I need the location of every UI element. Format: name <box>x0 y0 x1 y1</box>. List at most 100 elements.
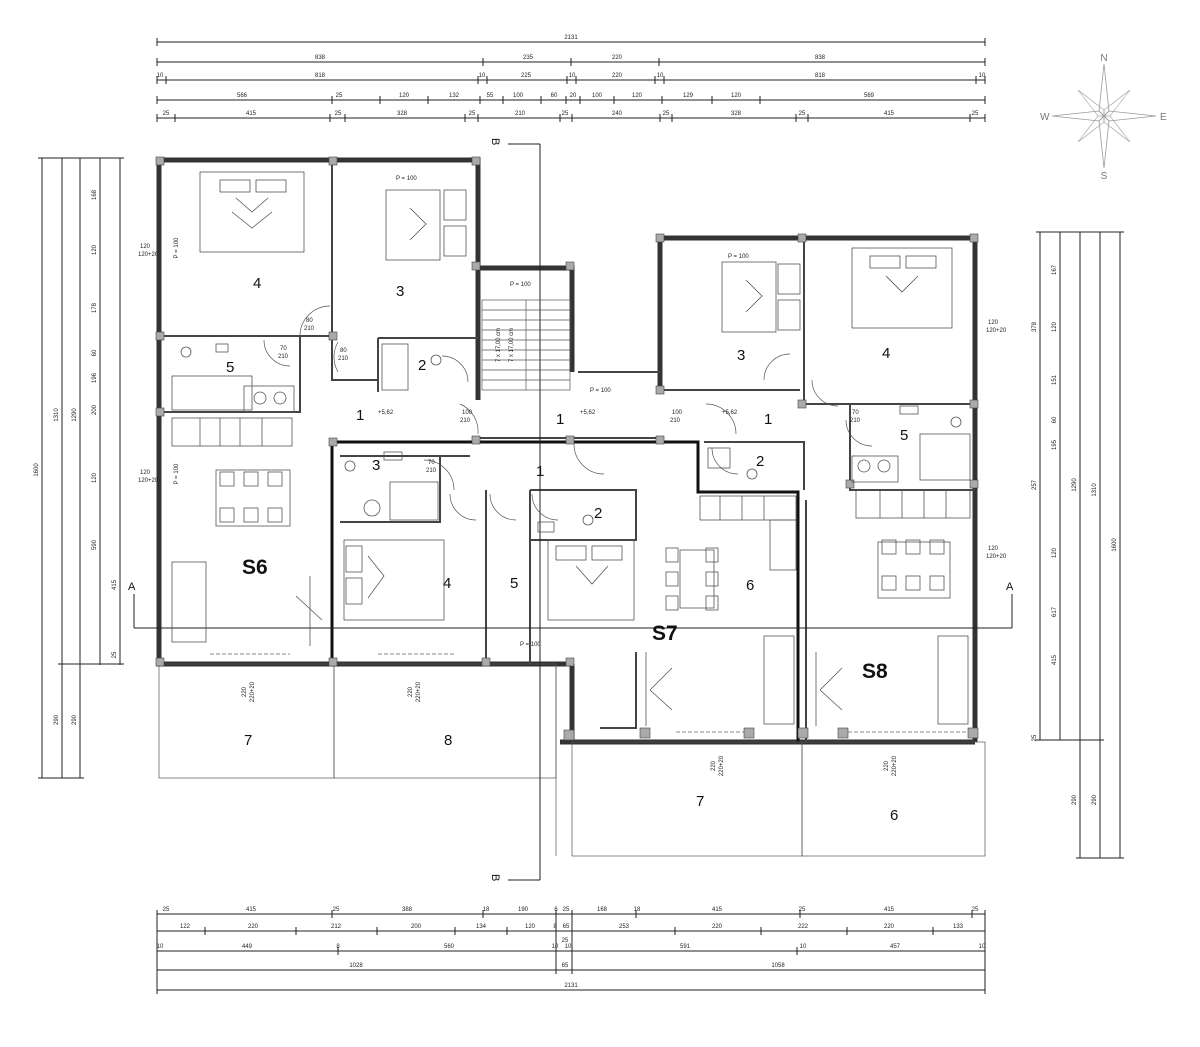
dim-top-row3-10: 129 <box>683 93 694 99</box>
dim-top-row3-0: 566 <box>237 93 248 99</box>
section-b-bottom: B <box>489 874 501 881</box>
tag-terrace-s8-a: 220 <box>884 760 890 771</box>
dim-top-row3-3: 132 <box>449 93 460 99</box>
dim-bot-row2-4: 134 <box>476 924 487 930</box>
room-s6-wc: 2 <box>418 357 426 374</box>
dim-bot-row1-11: 25 <box>799 907 806 913</box>
dim-right-col4-8: 617 <box>1052 606 1058 617</box>
dim-left-col2-a: 1310 <box>54 408 60 422</box>
tag-terrace-s6-a: 220 <box>242 686 248 697</box>
tag-p100-s8: P = 100 <box>728 254 749 260</box>
dim-bot-row1-7: 25 <box>563 907 570 913</box>
dim-right-col3-a: 1290 <box>1072 478 1078 492</box>
tag-window-s8-d: 120+20 <box>986 554 1007 560</box>
dim-bot-row2-3: 200 <box>411 924 422 930</box>
staircase: 7 x 17,00 cm 7 x 17,00 cm P = 100 <box>481 282 571 391</box>
dim-bot-row1-1: 415 <box>246 907 257 913</box>
tag-door-h: 210 <box>426 468 437 474</box>
dim-bot-row4-0: 1028 <box>349 963 363 969</box>
dim-top-row4-3: 328 <box>397 111 408 117</box>
dim-bot-row2-2: 212 <box>331 924 342 930</box>
tag-door-c: 80 <box>340 348 347 354</box>
dim-top-row3-4: 55 <box>487 93 494 99</box>
dim-right-col4-6: 120 <box>1052 547 1058 558</box>
tag-p100-bottom: P = 100 <box>520 642 541 648</box>
room-s7-bed: 4 <box>443 575 451 592</box>
window-lines <box>210 653 966 733</box>
dim-left-col4-9: 25 <box>112 651 118 658</box>
dim-bot-total: 2131 <box>564 983 578 989</box>
dim-top-row3-2: 120 <box>399 93 410 99</box>
tag-window-s8-a: 120 <box>988 320 999 326</box>
dim-bot-row1-9: 18 <box>634 907 641 913</box>
dim-bot-row4-2: 1058 <box>771 963 785 969</box>
dim-bot-row1-10: 415 <box>712 907 723 913</box>
bottom-dimensions: 25 415 25 388 18 190 6 25 168 18 415 25 … <box>156 907 986 994</box>
tag-window-s6-b: 120+20 <box>138 252 159 258</box>
dim-bot-row2-5: 120 <box>525 924 536 930</box>
door-swings <box>263 305 873 521</box>
dim-right-col4-4: 60 <box>1052 416 1058 423</box>
dim-bot-row2-8: 253 <box>619 924 630 930</box>
dim-top-row4-1: 415 <box>246 111 257 117</box>
dim-left-col4-8: 415 <box>112 579 118 590</box>
compass-s: S <box>1101 171 1108 182</box>
dim-top-row4-7: 240 <box>612 111 623 117</box>
dim-top-row3-5: 100 <box>513 93 524 99</box>
dim-top-row3-11: 120 <box>731 93 742 99</box>
room-s7-wc: 2 <box>594 505 602 522</box>
dim-bot-row1-2: 25 <box>333 907 340 913</box>
dim-top-row1-b: 235 <box>523 55 534 61</box>
dim-bot-row3-6: 591 <box>680 944 691 950</box>
dim-top-row4-9: 328 <box>731 111 742 117</box>
dim-top-row4-2: 25 <box>335 111 342 117</box>
room-s7-living: 6 <box>746 577 754 594</box>
level-mark-2: +5,62 <box>580 410 596 416</box>
tag-terrace-s7-a: 220 <box>711 760 717 771</box>
dim-top-row2-3: 225 <box>521 73 532 79</box>
dim-bot-row3-1: 449 <box>242 944 253 950</box>
dim-bot-row2-10: 222 <box>798 924 809 930</box>
tag-door-n: 210 <box>670 418 681 424</box>
tag-door-a: 80 <box>306 318 313 324</box>
tag-window-s6-c: 120 <box>140 470 151 476</box>
tag-window-s8-c: 120 <box>988 546 999 552</box>
tag-p100-s6-left: P = 100 <box>174 237 180 258</box>
stair-p100: P = 100 <box>510 282 531 288</box>
compass-rose-icon: N S E W <box>1040 53 1167 182</box>
dim-left-col4-6: 120 <box>92 472 98 483</box>
dim-top-row4-12: 25 <box>972 111 979 117</box>
tag-window-s6-a: 120 <box>140 244 151 250</box>
dim-top-row3-8: 100 <box>592 93 603 99</box>
dim-right-col4-3: 151 <box>1052 374 1058 385</box>
tag-terrace-s6-d: 220+20 <box>416 681 422 702</box>
top-dimensions: 2131 838 235 220 838 10 818 10 225 10 22… <box>156 35 986 122</box>
dim-left-col4-5: 200 <box>92 404 98 415</box>
dim-left-col4-3: 60 <box>92 349 98 356</box>
tag-door-e: 70 <box>280 346 287 352</box>
tag-p100-hall: P = 100 <box>590 388 611 394</box>
furniture <box>171 171 971 726</box>
dim-bot-row3-3: 560 <box>444 944 455 950</box>
room-s7-3: 3 <box>372 457 380 474</box>
dim-right-col1: 1600 <box>1112 538 1118 552</box>
dim-left-col4-7: 590 <box>92 539 98 550</box>
room-s8-bath: 5 <box>900 427 908 444</box>
right-dimensions: 1600 1310 290 1290 290 167 378 120 151 6… <box>1032 231 1124 859</box>
dim-bot-row3-8: 457 <box>890 944 901 950</box>
room-s8-terrace: 6 <box>890 807 898 824</box>
compass-w: W <box>1040 112 1050 123</box>
dim-bot-row3-5: 10 <box>565 944 572 950</box>
dim-left-col2-b: 290 <box>54 714 60 725</box>
left-dimensions: 1600 1310 290 1290 290 168 120 178 60 19… <box>34 157 124 779</box>
tag-terrace-s7-b: 220+20 <box>719 755 725 776</box>
room-numbers: 4 3 5 2 1 1 1 3 4 5 2 3 1 2 4 5 6 7 8 7 … <box>226 275 908 824</box>
dim-bot-row1-0: 25 <box>163 907 170 913</box>
compass-n: N <box>1100 53 1107 64</box>
room-stair-hall: 1 <box>556 411 564 428</box>
dim-top-total: 2131 <box>564 35 578 41</box>
stair-label-left: 7 x 17,00 cm <box>496 328 502 362</box>
dim-left-col4-4: 196 <box>92 372 98 383</box>
room-s6-terrace2: 8 <box>444 732 452 749</box>
tag-door-i: 70 <box>852 410 859 416</box>
